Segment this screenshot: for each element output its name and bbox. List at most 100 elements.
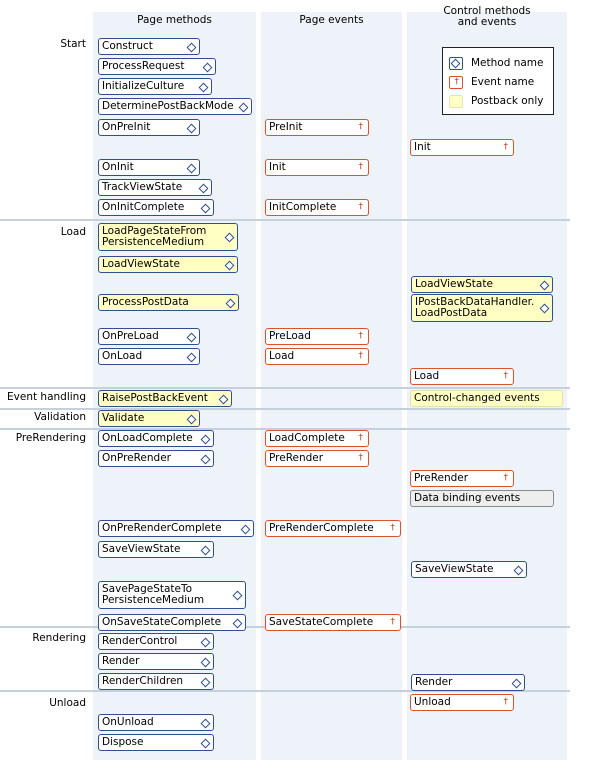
step-name: Data binding events bbox=[414, 491, 521, 504]
dagger-icon: † bbox=[358, 350, 364, 361]
event-name: SaveStateComplete bbox=[269, 615, 374, 628]
method-box: SaveViewState bbox=[98, 541, 214, 558]
method-box: OnPreInit bbox=[98, 119, 200, 136]
dagger-icon: † bbox=[454, 77, 460, 87]
method-box: InitializeCulture bbox=[98, 78, 212, 95]
diamond-icon bbox=[200, 657, 211, 667]
diamond-icon bbox=[186, 163, 197, 173]
legend-item-event: †Event name bbox=[449, 75, 534, 89]
method-name: OnPreLoad bbox=[102, 329, 159, 342]
method-name: OnLoadComplete bbox=[102, 431, 193, 444]
method-name: TrackViewState bbox=[102, 180, 183, 193]
dagger-icon: † bbox=[358, 432, 364, 443]
event-box: Load† bbox=[265, 348, 369, 365]
method-box: ProcessPostData bbox=[98, 294, 239, 311]
event-name: PreInit bbox=[269, 120, 303, 133]
diamond-icon bbox=[200, 454, 211, 464]
diamond-icon bbox=[200, 718, 211, 728]
phase-label: Start bbox=[60, 38, 86, 50]
step-box: Data binding events bbox=[410, 490, 554, 507]
diamond-icon bbox=[202, 62, 213, 72]
step-name: Control-changed events bbox=[414, 391, 540, 404]
event-box: Init† bbox=[410, 139, 514, 156]
event-box: Init† bbox=[265, 159, 369, 176]
dagger-icon: † bbox=[358, 161, 364, 172]
method-name: RaisePostBackEvent bbox=[102, 391, 208, 404]
diamond-icon bbox=[450, 58, 461, 69]
column-1-header: Page events bbox=[299, 13, 364, 26]
diamond-icon bbox=[238, 102, 249, 112]
diamond-icon bbox=[200, 434, 211, 444]
event-name: LoadComplete bbox=[269, 431, 345, 444]
phase-label: Unload bbox=[49, 697, 86, 709]
column-2-header: Control methods and events bbox=[443, 4, 531, 28]
event-name: Unload bbox=[414, 695, 451, 708]
legend-swatch bbox=[449, 56, 463, 70]
column-0-header: Page methods bbox=[137, 13, 212, 26]
method-name: SavePageStateTo PersistenceMedium bbox=[102, 582, 205, 606]
method-name: OnPreRender bbox=[102, 451, 171, 464]
event-box: PreLoad† bbox=[265, 328, 369, 345]
dagger-icon: † bbox=[358, 201, 364, 212]
method-name: Construct bbox=[102, 39, 153, 52]
legend-swatch: † bbox=[449, 75, 463, 89]
method-box: LoadPageStateFrom PersistenceMedium bbox=[98, 223, 238, 251]
method-name: InitializeCulture bbox=[102, 79, 185, 92]
dagger-icon: † bbox=[503, 472, 509, 483]
diamond-icon bbox=[539, 280, 550, 290]
event-name: PreRenderComplete bbox=[269, 521, 374, 534]
method-name: OnPreInit bbox=[102, 120, 151, 133]
diamond-icon bbox=[186, 123, 197, 133]
method-box: OnPreRender bbox=[98, 450, 214, 467]
method-box: OnSaveStateComplete bbox=[98, 614, 246, 631]
method-name: OnInitComplete bbox=[102, 200, 185, 213]
event-name: Load bbox=[414, 369, 440, 382]
event-box: LoadComplete † bbox=[265, 430, 369, 447]
diamond-icon bbox=[200, 203, 211, 213]
diamond-icon bbox=[200, 677, 211, 687]
phase-separator bbox=[0, 219, 570, 221]
method-box: RenderChildren bbox=[98, 673, 214, 690]
event-box: PreRender† bbox=[410, 470, 514, 487]
legend-label: Postback only bbox=[471, 95, 544, 107]
diamond-icon bbox=[224, 260, 235, 270]
diamond-icon bbox=[539, 303, 550, 314]
method-box: Dispose bbox=[98, 734, 214, 751]
legend-item-method: Method name bbox=[449, 56, 544, 70]
method-name: LoadViewState bbox=[102, 257, 180, 270]
method-box: Construct bbox=[98, 38, 200, 55]
dagger-icon: † bbox=[358, 452, 364, 463]
method-box: OnLoadComplete bbox=[98, 430, 214, 447]
method-name: LoadViewState bbox=[415, 277, 493, 290]
dagger-icon: † bbox=[390, 616, 396, 627]
column-1-background bbox=[261, 12, 402, 760]
diamond-icon bbox=[186, 352, 197, 362]
event-box: Load † bbox=[410, 368, 514, 385]
method-name: Render bbox=[102, 654, 140, 667]
event-box: PreInit† bbox=[265, 119, 369, 136]
diamond-icon bbox=[224, 232, 235, 243]
method-name: Render bbox=[415, 675, 453, 688]
method-name: OnPreRenderComplete bbox=[102, 521, 222, 534]
method-name: RenderChildren bbox=[102, 674, 184, 687]
method-box: DeterminePostBackMode bbox=[98, 98, 252, 115]
method-box: Validate bbox=[98, 410, 200, 427]
method-box: OnUnload bbox=[98, 714, 214, 731]
dagger-icon: † bbox=[503, 696, 509, 707]
diamond-icon bbox=[186, 332, 197, 342]
column-2-background bbox=[407, 12, 567, 760]
dagger-icon: † bbox=[503, 370, 509, 381]
diamond-icon bbox=[200, 637, 211, 647]
diamond-icon bbox=[186, 42, 197, 52]
phase-label: Load bbox=[60, 226, 86, 238]
method-box: Render bbox=[411, 674, 525, 691]
method-box: SavePageStateTo PersistenceMedium bbox=[98, 581, 246, 609]
phase-label: PreRendering bbox=[15, 432, 86, 444]
method-name: Validate bbox=[102, 411, 145, 424]
legend-swatch bbox=[449, 94, 463, 108]
method-name: SaveViewState bbox=[415, 562, 494, 575]
method-box: OnPreRenderComplete bbox=[98, 520, 254, 537]
event-box: PreRenderComplete† bbox=[265, 520, 401, 537]
